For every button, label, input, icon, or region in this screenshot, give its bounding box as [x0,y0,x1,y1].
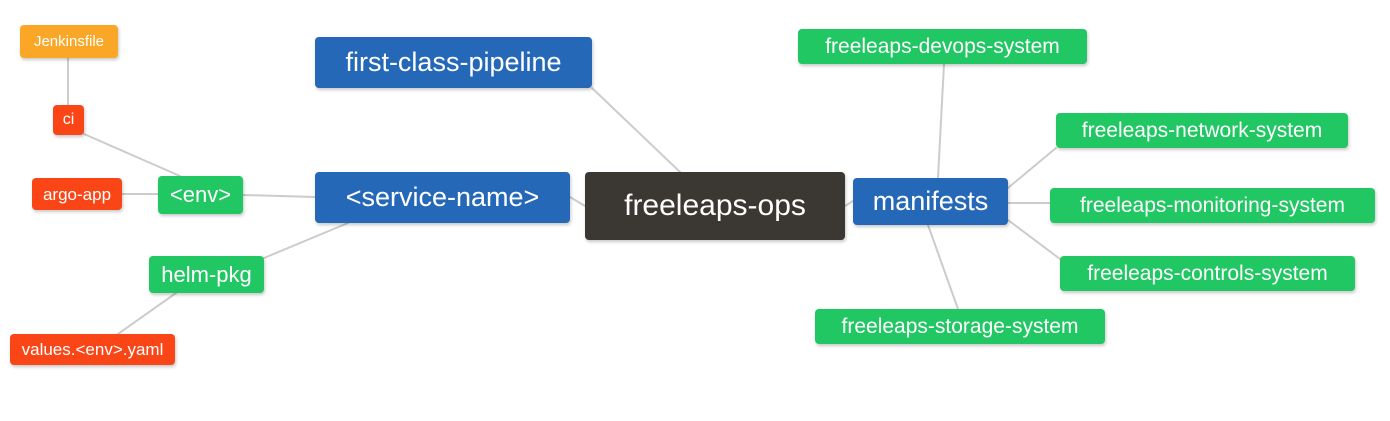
node-values-env-yaml[interactable]: values.<env>.yaml [10,334,175,365]
node-service-name[interactable]: <service-name> [315,172,570,223]
node-freeleaps-controls-system[interactable]: freeleaps-controls-system [1060,256,1355,291]
node-env[interactable]: <env> [158,176,243,214]
node-label-jenkinsfile: Jenkinsfile [33,33,105,50]
node-first-class-pipeline[interactable]: first-class-pipeline [315,37,592,88]
node-label-argo-app: argo-app [42,184,112,204]
node-freeleaps-network-system[interactable]: freeleaps-network-system [1056,113,1348,148]
node-label-values-env-yaml: values.<env>.yaml [21,340,164,359]
edge-service-name-helm-pkg [263,222,349,259]
node-label-freeleaps-storage-system: freeleaps-storage-system [841,315,1079,338]
node-freeleaps-devops-system[interactable]: freeleaps-devops-system [798,29,1087,64]
edge-manifests-storage [927,224,959,310]
node-label-helm-pkg: helm-pkg [161,261,252,287]
edge-manifests-controls [1007,219,1061,260]
node-argo-app[interactable]: argo-app [32,178,122,210]
edge-manifests-network [1007,147,1057,189]
node-label-freeleaps-controls-system: freeleaps-controls-system [1087,262,1328,285]
node-jenkinsfile[interactable]: Jenkinsfile [20,25,118,58]
node-label-manifests: manifests [872,186,989,216]
node-label-freeleaps-ops: freeleaps-ops [624,189,806,222]
node-helm-pkg[interactable]: helm-pkg [149,256,264,293]
node-label-first-class-pipeline: first-class-pipeline [345,47,562,77]
edge-ops-manifests [844,200,854,207]
node-label-env: <env> [169,182,232,207]
node-label-freeleaps-monitoring-system: freeleaps-monitoring-system [1080,194,1345,217]
edge-service-name-env [242,194,316,198]
edge-ops-first-class-pipeline [591,87,681,173]
node-freeleaps-ops[interactable]: freeleaps-ops [585,172,845,240]
edge-manifests-devops [937,63,945,179]
node-freeleaps-storage-system[interactable]: freeleaps-storage-system [815,309,1105,344]
node-manifests[interactable]: manifests [853,178,1008,225]
edge-env-ci [83,133,181,177]
node-label-service-name: <service-name> [345,182,540,212]
edge-helm-pkg-values [117,292,177,335]
node-ci[interactable]: ci [53,105,84,135]
node-label-ci: ci [62,111,75,128]
node-label-freeleaps-devops-system: freeleaps-devops-system [825,35,1060,58]
node-freeleaps-monitoring-system[interactable]: freeleaps-monitoring-system [1050,188,1375,223]
node-label-freeleaps-network-system: freeleaps-network-system [1081,119,1323,142]
edge-ops-service-name [569,196,586,207]
